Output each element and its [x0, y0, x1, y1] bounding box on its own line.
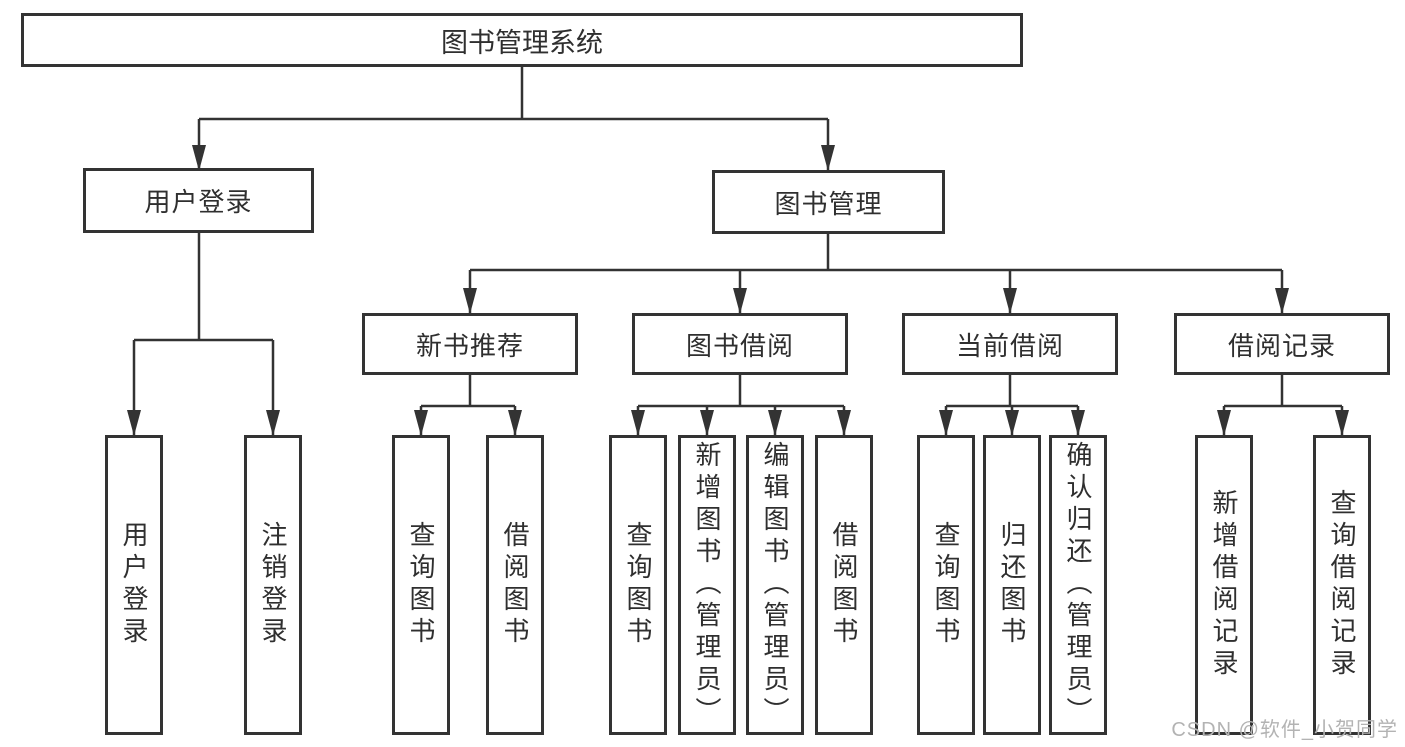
node-label: 用户登录 — [144, 187, 253, 217]
node-label: 当前借阅 — [955, 330, 1064, 361]
node-label: 图书管理系统 — [441, 27, 603, 58]
node-label: 借阅记录 — [1227, 330, 1336, 361]
node-label: 归还图书 — [997, 521, 1027, 649]
node-new-book-recommendation: 新书推荐 — [362, 313, 578, 375]
leaf-user-login: 用户登录 — [105, 435, 163, 735]
leaf-add-books-admin: 新增图书（管理员） — [678, 435, 736, 735]
node-label: 编辑图书（管理员） — [760, 441, 790, 729]
leaf-search-borrow-record: 查询借阅记录 — [1313, 435, 1371, 735]
leaf-logout: 注销登录 — [244, 435, 302, 735]
node-book-borrowing: 图书借阅 — [632, 313, 848, 375]
node-label: 注销登录 — [258, 521, 288, 649]
leaf-return-books: 归还图书 — [983, 435, 1041, 735]
csdn-watermark: CSDN @软件_小贺同学 — [1171, 719, 1398, 741]
node-label: 查询借阅记录 — [1327, 489, 1357, 681]
node-book-management: 图书管理 — [712, 170, 945, 234]
node-label: 新书推荐 — [415, 330, 524, 361]
node-label: 图书管理 — [774, 188, 883, 219]
leaf-borrow-books: 借阅图书 — [815, 435, 873, 735]
leaf-search-books-borrow: 查询图书 — [609, 435, 667, 735]
leaf-search-books-current: 查询图书 — [917, 435, 975, 735]
leaf-confirm-return-admin: 确认归还（管理员） — [1049, 435, 1107, 735]
leaf-borrow-books-recommend: 借阅图书 — [486, 435, 544, 735]
node-label: 查询图书 — [406, 521, 436, 649]
node-label: 图书借阅 — [685, 330, 794, 361]
leaf-search-books-recommend: 查询图书 — [392, 435, 450, 735]
node-label: 新增图书（管理员） — [692, 441, 722, 729]
node-label: 查询图书 — [931, 521, 961, 649]
leaf-edit-books-admin: 编辑图书（管理员） — [746, 435, 804, 735]
node-library-management-system: 图书管理系统 — [21, 13, 1023, 67]
node-label: 确认归还（管理员） — [1063, 441, 1093, 729]
node-label: 查询图书 — [623, 521, 653, 649]
node-label: 借阅图书 — [829, 521, 859, 649]
node-current-borrowing: 当前借阅 — [902, 313, 1118, 375]
node-user-login: 用户登录 — [83, 168, 314, 233]
leaf-add-borrow-record: 新增借阅记录 — [1195, 435, 1253, 735]
node-label: 用户登录 — [119, 521, 149, 649]
node-label: 借阅图书 — [500, 521, 530, 649]
node-borrowing-records: 借阅记录 — [1174, 313, 1390, 375]
node-label: 新增借阅记录 — [1209, 489, 1239, 681]
